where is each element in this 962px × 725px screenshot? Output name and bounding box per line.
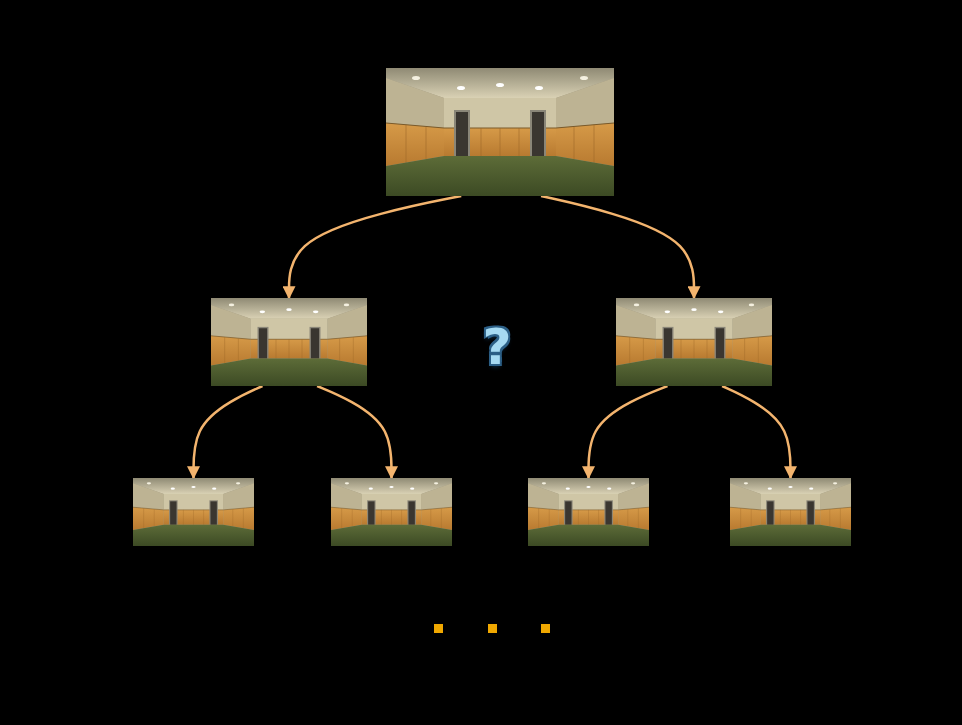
room-picture [386, 68, 614, 196]
room-image [528, 478, 649, 546]
room-image [616, 298, 772, 386]
room-picture [331, 478, 452, 546]
tree-arrow [317, 386, 391, 478]
ellipsis-dot [541, 624, 550, 633]
room-image [730, 478, 851, 546]
room-image [331, 478, 452, 546]
room-picture [730, 478, 851, 546]
tree-arrow [589, 386, 668, 478]
room-image [386, 68, 614, 196]
ellipsis-dot [434, 624, 443, 633]
room-picture [211, 298, 367, 386]
tree-arrow [722, 386, 790, 478]
room-picture [616, 298, 772, 386]
tree-arrow [194, 386, 263, 478]
room-image [133, 478, 254, 546]
tree-arrow [541, 196, 694, 298]
room-picture [528, 478, 649, 546]
tree-arrow [289, 196, 461, 298]
room-picture [133, 478, 254, 546]
question-mark: ? [482, 322, 511, 372]
room-image [211, 298, 367, 386]
ellipsis-dot [488, 624, 497, 633]
